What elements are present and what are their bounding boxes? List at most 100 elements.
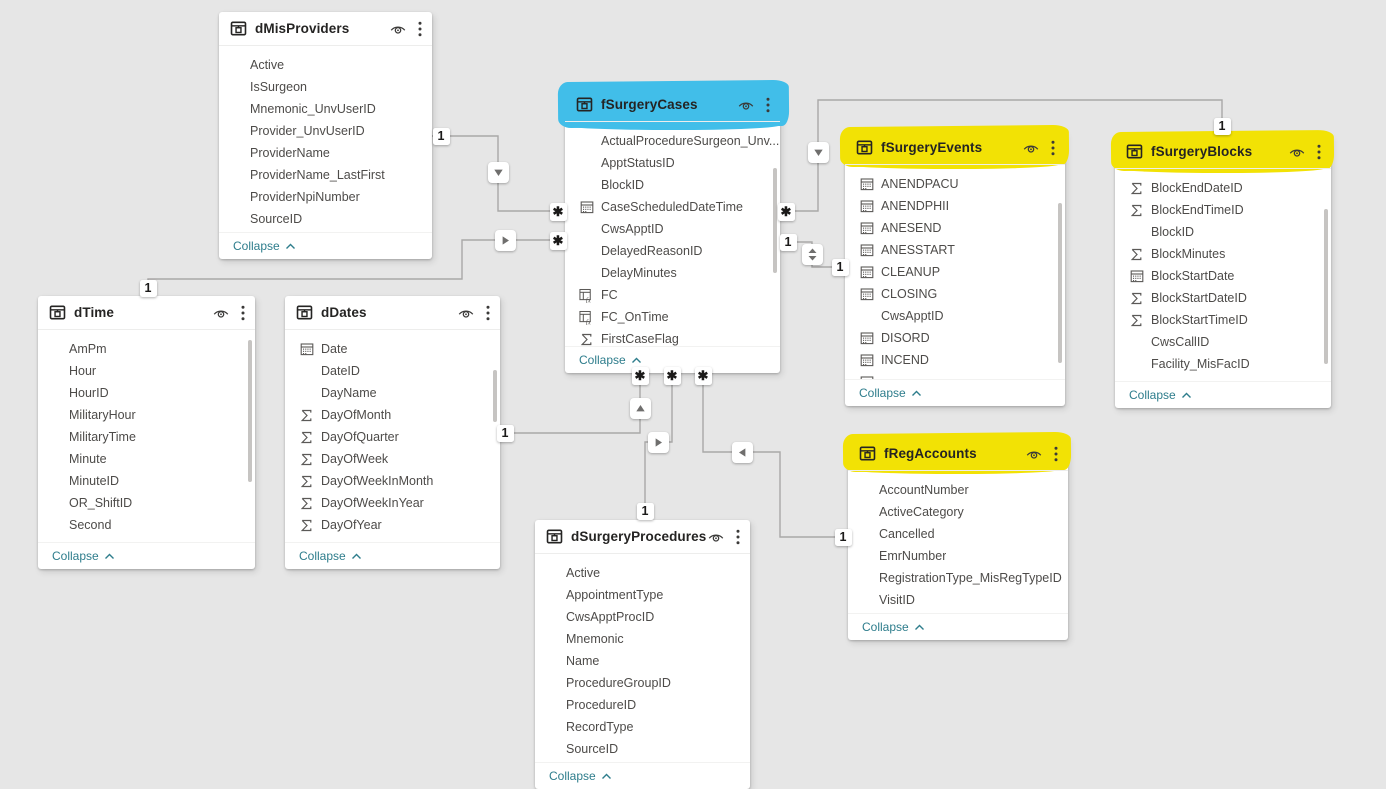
visibility-eye-icon[interactable] xyxy=(457,306,475,319)
collapse-link[interactable]: Collapse xyxy=(1115,381,1331,408)
field-row[interactable]: OR_ShiftID xyxy=(38,492,255,514)
cardinality-one[interactable]: 1 xyxy=(779,233,797,251)
field-row[interactable]: ProviderNpiNumber xyxy=(219,186,432,208)
field-row[interactable]: SourceID xyxy=(535,738,750,760)
field-row[interactable]: DayOfWeekInYear xyxy=(285,492,500,514)
field-row[interactable]: DayOfQuarter xyxy=(285,426,500,448)
field-row[interactable]: CwsApptID xyxy=(845,305,1065,327)
field-row[interactable]: EmrNumber xyxy=(848,545,1068,567)
cardinality-many[interactable]: ✱ xyxy=(631,366,649,385)
field-row[interactable]: ApptStatusID xyxy=(565,152,780,174)
field-row[interactable]: ANENDPHII xyxy=(845,195,1065,217)
table-header[interactable]: fSurgeryCases xyxy=(565,88,780,121)
field-row[interactable]: CLOSING xyxy=(845,283,1065,305)
field-row[interactable]: CwsApptProcID xyxy=(535,606,750,628)
field-row[interactable] xyxy=(845,371,1065,379)
field-row[interactable]: INCEND xyxy=(845,349,1065,371)
cardinality-one[interactable]: 1 xyxy=(834,528,852,546)
collapse-link[interactable]: Collapse xyxy=(845,379,1065,406)
field-row[interactable]: DayOfWeekInMonth xyxy=(285,470,500,492)
cardinality-one[interactable]: 1 xyxy=(432,127,450,145)
field-row[interactable]: Provider_UnvUserID xyxy=(219,120,432,142)
field-row[interactable]: IsSurgeon xyxy=(219,76,432,98)
more-options-icon[interactable] xyxy=(1317,144,1321,160)
field-row[interactable]: ANESEND xyxy=(845,217,1065,239)
field-row[interactable]: DayOfYear xyxy=(285,514,500,536)
field-row[interactable]: CwsApptID xyxy=(565,218,780,240)
table-header[interactable]: dDates xyxy=(285,296,500,329)
field-row[interactable]: DelayedReasonID xyxy=(565,240,780,262)
scrollbar-thumb[interactable] xyxy=(248,340,252,482)
more-options-icon[interactable] xyxy=(486,305,490,321)
visibility-eye-icon[interactable] xyxy=(1288,145,1306,158)
field-row[interactable]: BlockStartDate xyxy=(1115,265,1331,287)
relationship-dDates-fSurgeryCases[interactable] xyxy=(500,367,641,434)
field-row[interactable]: Date xyxy=(285,338,500,360)
filter-direction-arrow-right[interactable] xyxy=(494,229,516,251)
field-row[interactable]: DateID xyxy=(285,360,500,382)
field-row[interactable]: Active xyxy=(219,54,432,76)
field-row[interactable]: DayOfMonth xyxy=(285,404,500,426)
collapse-link[interactable]: Collapse xyxy=(285,542,500,569)
field-row[interactable]: ANENDPACU xyxy=(845,173,1065,195)
collapse-link[interactable]: Collapse xyxy=(38,542,255,569)
cardinality-one[interactable]: 1 xyxy=(1213,117,1231,135)
cardinality-one[interactable]: 1 xyxy=(831,258,849,276)
more-options-icon[interactable] xyxy=(766,97,770,113)
field-row[interactable]: CLEANUP xyxy=(845,261,1065,283)
field-row[interactable]: ActiveCategory xyxy=(848,501,1068,523)
cardinality-many[interactable]: ✱ xyxy=(694,366,712,385)
field-row[interactable]: DelayMinutes xyxy=(565,262,780,284)
relationship-fRegAccounts-fSurgeryCases[interactable] xyxy=(702,367,848,538)
field-row[interactable]: AppointmentType xyxy=(535,584,750,606)
field-row[interactable]: Mnemonic_UnvUserID xyxy=(219,98,432,120)
cardinality-one[interactable]: 1 xyxy=(139,279,157,297)
collapse-link[interactable]: Collapse xyxy=(535,762,750,789)
field-row[interactable]: HourID xyxy=(38,382,255,404)
field-row[interactable]: FirstCaseFlag xyxy=(565,328,780,346)
field-row[interactable]: ANESSTART xyxy=(845,239,1065,261)
cardinality-one[interactable]: 1 xyxy=(496,424,514,442)
field-row[interactable]: Cancelled xyxy=(848,523,1068,545)
field-row[interactable]: BlockEndDateID xyxy=(1115,177,1331,199)
field-row[interactable]: Name xyxy=(535,650,750,672)
more-options-icon[interactable] xyxy=(1051,140,1055,156)
visibility-eye-icon[interactable] xyxy=(1022,141,1040,154)
visibility-eye-icon[interactable] xyxy=(212,306,230,319)
collapse-link[interactable]: Collapse xyxy=(565,346,780,373)
table-header[interactable]: fSurgeryBlocks xyxy=(1115,135,1331,168)
filter-direction-arrow-right[interactable] xyxy=(647,431,669,453)
table-header[interactable]: fSurgeryEvents xyxy=(845,131,1065,164)
field-row[interactable]: MilitaryHour xyxy=(38,404,255,426)
bidirectional-filter-icon[interactable] xyxy=(801,243,823,265)
field-row[interactable]: ActualProcedureSurgeon_Unv... xyxy=(565,130,780,152)
scrollbar-thumb[interactable] xyxy=(493,370,497,422)
filter-direction-arrow-left[interactable] xyxy=(731,441,753,463)
relationship-fSurgeryBlocks-fSurgeryCases[interactable] xyxy=(780,99,1223,212)
collapse-link[interactable]: Collapse xyxy=(848,613,1068,640)
field-row[interactable]: BlockStartDateID xyxy=(1115,287,1331,309)
filter-direction-arrow-down[interactable] xyxy=(487,161,509,183)
field-row[interactable]: ProviderName xyxy=(219,142,432,164)
field-row[interactable]: CwsCallID xyxy=(1115,331,1331,353)
more-options-icon[interactable] xyxy=(736,529,740,545)
more-options-icon[interactable] xyxy=(1054,446,1058,462)
visibility-eye-icon[interactable] xyxy=(707,530,725,543)
field-row[interactable]: MilitaryTime xyxy=(38,426,255,448)
field-row[interactable]: DayOfWeek xyxy=(285,448,500,470)
filter-direction-arrow-up[interactable] xyxy=(629,397,651,419)
field-row[interactable]: ProcedureID xyxy=(535,694,750,716)
table-header[interactable]: dTime xyxy=(38,296,255,329)
field-row[interactable]: BlockID xyxy=(565,174,780,196)
table-header[interactable]: dMisProviders xyxy=(219,12,432,45)
field-row[interactable]: BlockID xyxy=(1115,221,1331,243)
scrollbar-thumb[interactable] xyxy=(1324,209,1328,364)
field-row[interactable]: Second xyxy=(38,514,255,536)
scrollbar-thumb[interactable] xyxy=(773,168,777,273)
scrollbar-thumb[interactable] xyxy=(1058,203,1062,363)
visibility-eye-icon[interactable] xyxy=(389,22,407,35)
more-options-icon[interactable] xyxy=(418,21,422,37)
field-row[interactable]: ProcedureGroupID xyxy=(535,672,750,694)
field-row[interactable]: SourceID xyxy=(219,208,432,230)
